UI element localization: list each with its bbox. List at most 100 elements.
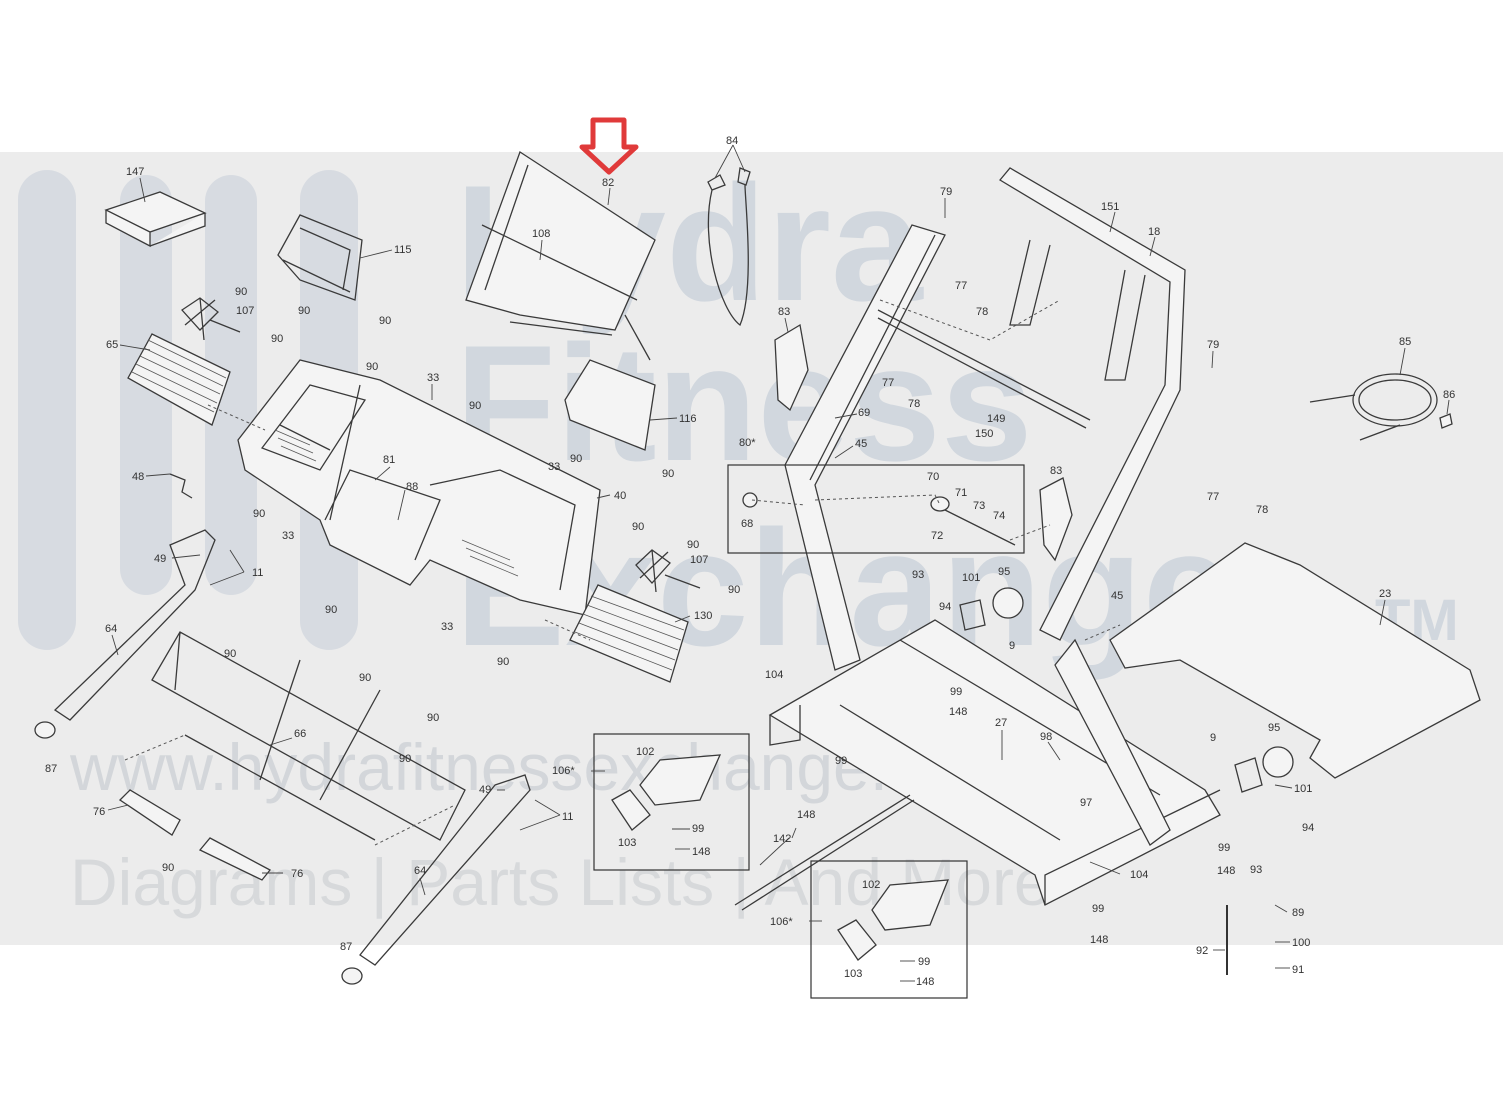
- label-108: 108: [532, 228, 550, 240]
- cover-part-83-left: [774, 323, 809, 412]
- label-90-m: 90: [399, 753, 411, 765]
- cable-part-84: [707, 167, 751, 327]
- label-103-a: 103: [618, 837, 636, 849]
- assembly-guide-lines: [124, 299, 1121, 846]
- label-142: 142: [773, 833, 791, 845]
- console-overlay-part-108: [481, 164, 651, 361]
- label-90-n: 90: [162, 862, 174, 874]
- label-92: 92: [1196, 945, 1208, 957]
- label-90-h: 90: [497, 656, 509, 668]
- pulley-part-70: [930, 496, 950, 512]
- label-90-i: 90: [325, 604, 337, 616]
- motor-hood-part-23: [1109, 542, 1481, 779]
- upright-frame-right: [1054, 638, 1171, 846]
- label-107-a: 107: [236, 305, 254, 317]
- label-106-a: 106*: [552, 765, 575, 777]
- leader-lines: [107, 144, 1450, 982]
- label-64-b: 64: [414, 865, 426, 877]
- label-78-c: 78: [1256, 504, 1268, 516]
- watermark-logo: Hydra Fitness Exchange TM www.hydrafitne…: [18, 151, 1459, 919]
- label-77-b: 77: [882, 377, 894, 389]
- base-frame-part-66: [151, 631, 466, 841]
- fan-part-lower: [635, 549, 701, 593]
- label-11-b: 11: [562, 811, 573, 823]
- glide-part-103-lower: [837, 919, 877, 961]
- base-frame-main: [768, 619, 1221, 906]
- end-cap-part-102-upper: [639, 754, 722, 806]
- label-102-a: 102: [636, 746, 654, 758]
- label-90-j: 90: [224, 648, 236, 660]
- upright-tube-lower: [359, 774, 531, 966]
- label-83-a: 83: [778, 306, 790, 318]
- label-23: 23: [1379, 588, 1391, 600]
- handlebar-detail-151: [1009, 239, 1146, 381]
- label-90-f: 90: [469, 400, 481, 412]
- label-107-b: 107: [690, 554, 708, 566]
- label-33-b: 33: [282, 530, 294, 542]
- label-76-b: 76: [291, 868, 303, 880]
- foot-cover-part-76a: [118, 789, 181, 836]
- label-33-c: 33: [548, 461, 560, 473]
- label-76-a: 76: [93, 806, 105, 818]
- label-116: 116: [679, 413, 697, 425]
- label-93-a: 93: [912, 569, 924, 581]
- label-90-c: 90: [379, 315, 391, 327]
- label-69: 69: [858, 407, 870, 419]
- upright-frame-part-69: [784, 224, 946, 671]
- speaker-housing-part: [277, 214, 363, 301]
- label-80: 80*: [739, 437, 756, 449]
- fan-part-upper: [181, 297, 241, 341]
- lift-cylinder-part-142: [734, 794, 915, 911]
- label-100: 100: [1292, 937, 1310, 949]
- label-88: 88: [406, 481, 418, 493]
- label-77-c: 77: [1207, 491, 1219, 503]
- label-79-b: 79: [1207, 339, 1219, 351]
- label-74: 74: [993, 510, 1005, 522]
- label-82: 82: [602, 177, 614, 189]
- label-70: 70: [927, 471, 939, 483]
- label-99-e: 99: [1218, 842, 1230, 854]
- label-11-a: 11: [252, 567, 263, 579]
- wheel-part-95-upper: [992, 587, 1024, 619]
- label-87-b: 87: [340, 941, 352, 953]
- label-148-b: 148: [692, 846, 710, 858]
- label-115: 115: [394, 244, 412, 256]
- cover-part-83-right: [1039, 477, 1073, 562]
- label-99-a: 99: [950, 686, 962, 698]
- label-101-a: 101: [962, 572, 980, 584]
- label-90-o: 90: [570, 453, 582, 465]
- watermark-line2: Fitness: [455, 311, 1033, 495]
- handlebar-part-18: [999, 167, 1186, 641]
- label-98: 98: [1040, 731, 1052, 743]
- label-148-e: 148: [1217, 865, 1235, 877]
- foam-pad-part: [104, 191, 207, 248]
- label-86: 86: [1443, 389, 1455, 401]
- end-cap-part-102-lower: [871, 879, 949, 931]
- label-89: 89: [1292, 907, 1304, 919]
- label-72: 72: [931, 530, 943, 542]
- label-40: 40: [614, 490, 626, 502]
- label-33-a: 33: [427, 372, 439, 384]
- upright-frame-detail: [809, 234, 936, 481]
- plug-part-86: [1439, 413, 1453, 429]
- label-151: 151: [1101, 201, 1119, 213]
- label-90-r: 90: [687, 539, 699, 551]
- label-49-a: 49: [154, 553, 166, 565]
- label-101-b: 101: [1294, 783, 1312, 795]
- label-150: 150: [975, 428, 993, 440]
- label-68: 68: [741, 518, 753, 530]
- console-base-part: [237, 359, 601, 616]
- label-104-b: 104: [1130, 869, 1148, 881]
- endcap-part-87-lower: [341, 967, 363, 985]
- label-85: 85: [1399, 336, 1411, 348]
- console-base-detail: [260, 384, 576, 591]
- endcap-part-87-left: [34, 721, 56, 739]
- label-90-a: 90: [235, 286, 247, 298]
- axle-part-74: [944, 509, 1016, 546]
- label-97: 97: [1080, 797, 1092, 809]
- base-frame-detail: [769, 639, 1221, 905]
- label-93-b: 93: [1250, 864, 1262, 876]
- foot-cover-part-76b: [198, 837, 271, 881]
